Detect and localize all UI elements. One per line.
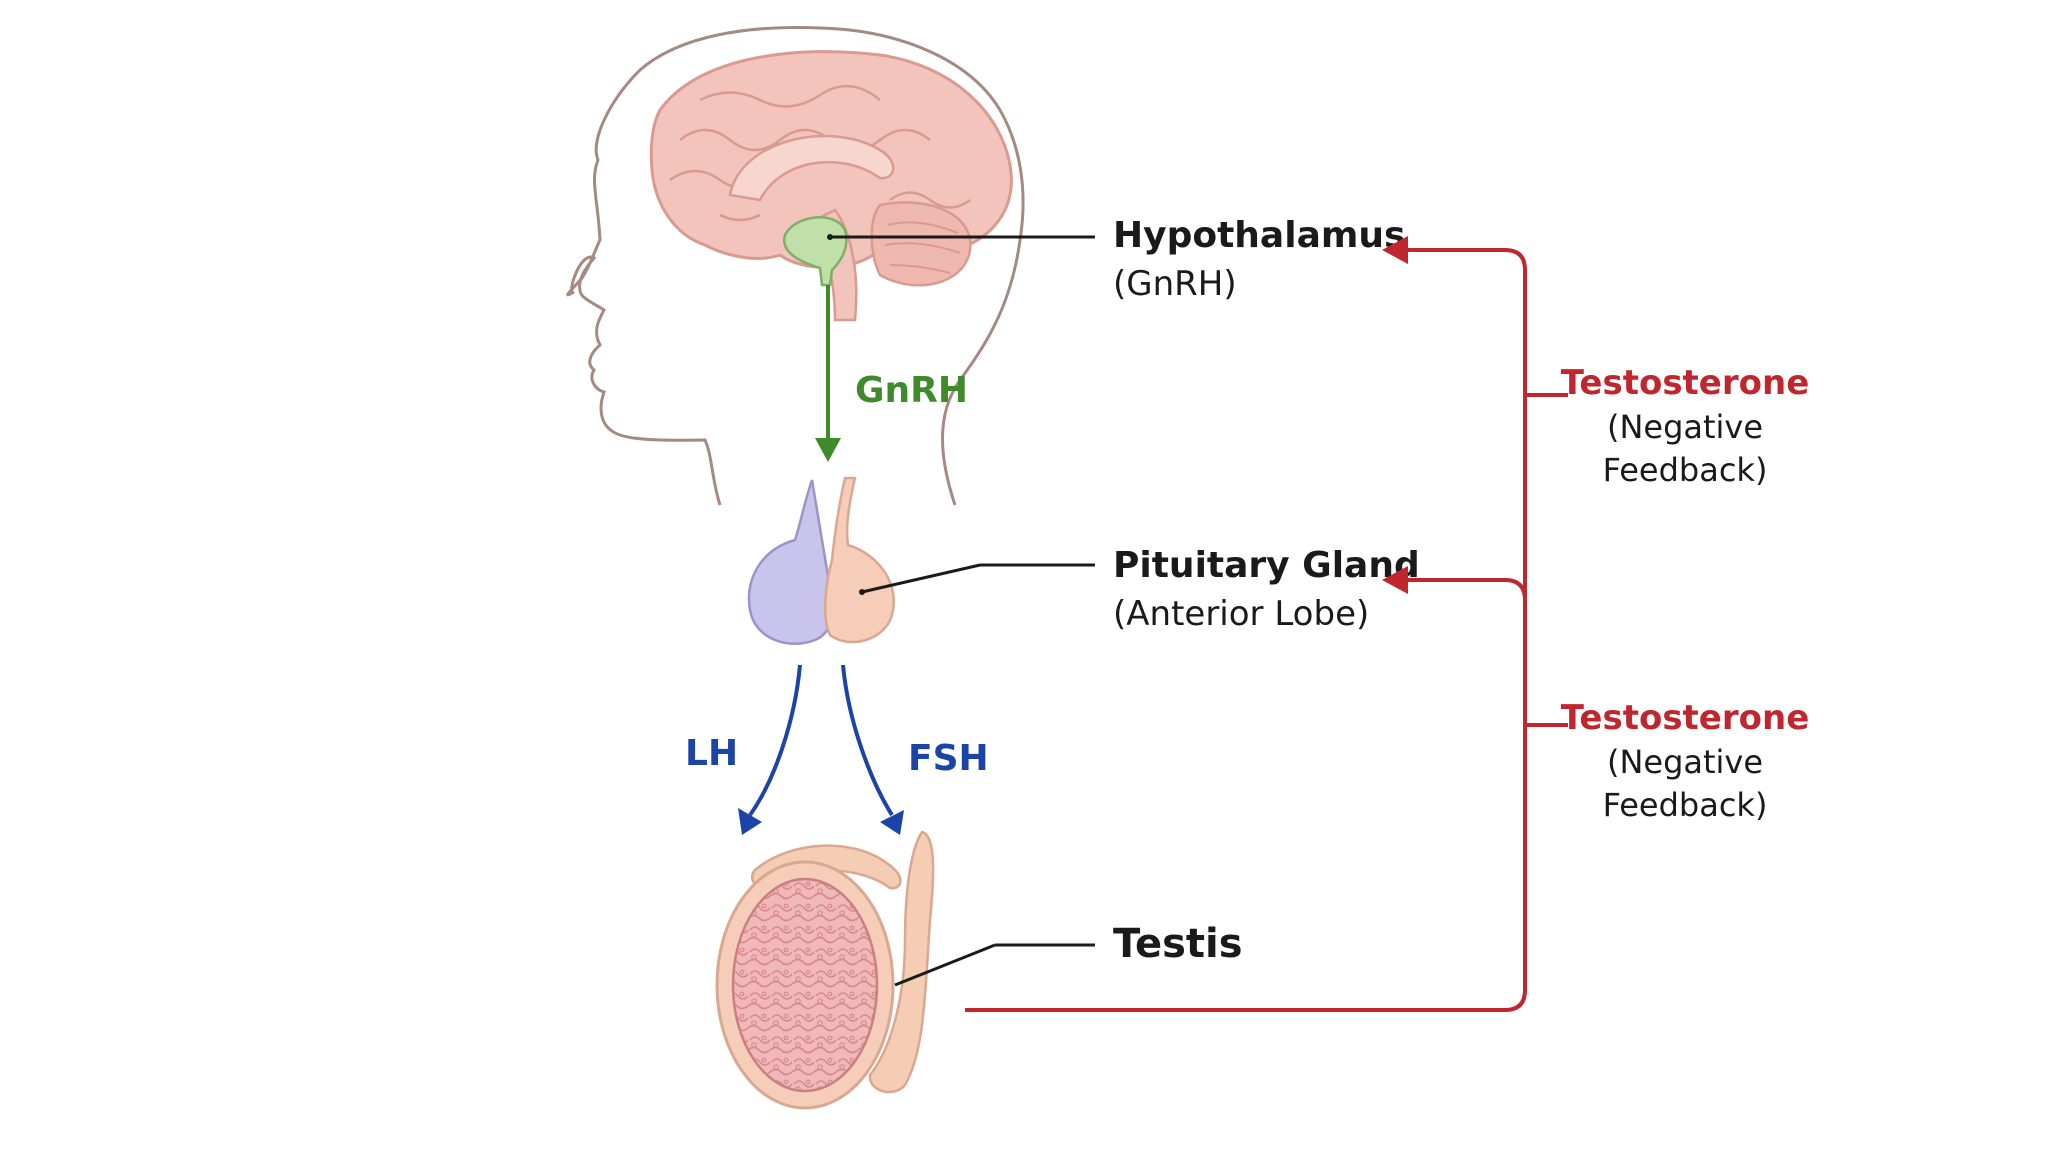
feedback-upper-line1: (Negative	[1607, 408, 1763, 446]
feedback-upper-line2: Feedback)	[1603, 451, 1768, 489]
fsh-arrow	[841, 664, 894, 817]
gnrh-arrowhead	[815, 438, 841, 462]
pituitary-subtitle: (Anterior Lobe)	[1113, 594, 1369, 634]
fsh-arrow-label: FSH	[908, 738, 989, 779]
testis-icon	[715, 830, 935, 1110]
feedback-lower-hormone: Testosterone	[1561, 698, 1810, 738]
gnrh-arrow-label: GnRH	[855, 370, 968, 411]
pituitary-title: Pituitary Gland	[1113, 545, 1420, 586]
feedback-lower-arrowhead	[1382, 566, 1408, 594]
hypothalamus-subtitle: (GnRH)	[1113, 264, 1237, 304]
brain-icon	[649, 50, 1013, 322]
lh-arrow-label: LH	[685, 733, 738, 774]
fsh-arrowhead	[880, 810, 904, 835]
feedback-upper-arrowhead	[1382, 236, 1408, 264]
lh-arrow	[748, 664, 802, 817]
testis-leader	[894, 943, 996, 987]
feedback-pituitary-branch	[1400, 578, 1527, 601]
pituitary-gland-icon	[747, 476, 895, 645]
pituitary-leader	[861, 563, 981, 594]
lh-arrowhead	[738, 808, 762, 835]
feedback-upper-hormone: Testosterone	[1561, 363, 1810, 403]
testis-title: Testis	[1113, 921, 1243, 967]
feedback-lower-line2: Feedback)	[1603, 786, 1768, 824]
hypothalamus-title: Hypothalamus	[1113, 215, 1405, 256]
feedback-lower-line1: (Negative	[1607, 743, 1763, 781]
head-outline	[566, 26, 1025, 506]
feedback-loop-line	[965, 248, 1527, 1012]
